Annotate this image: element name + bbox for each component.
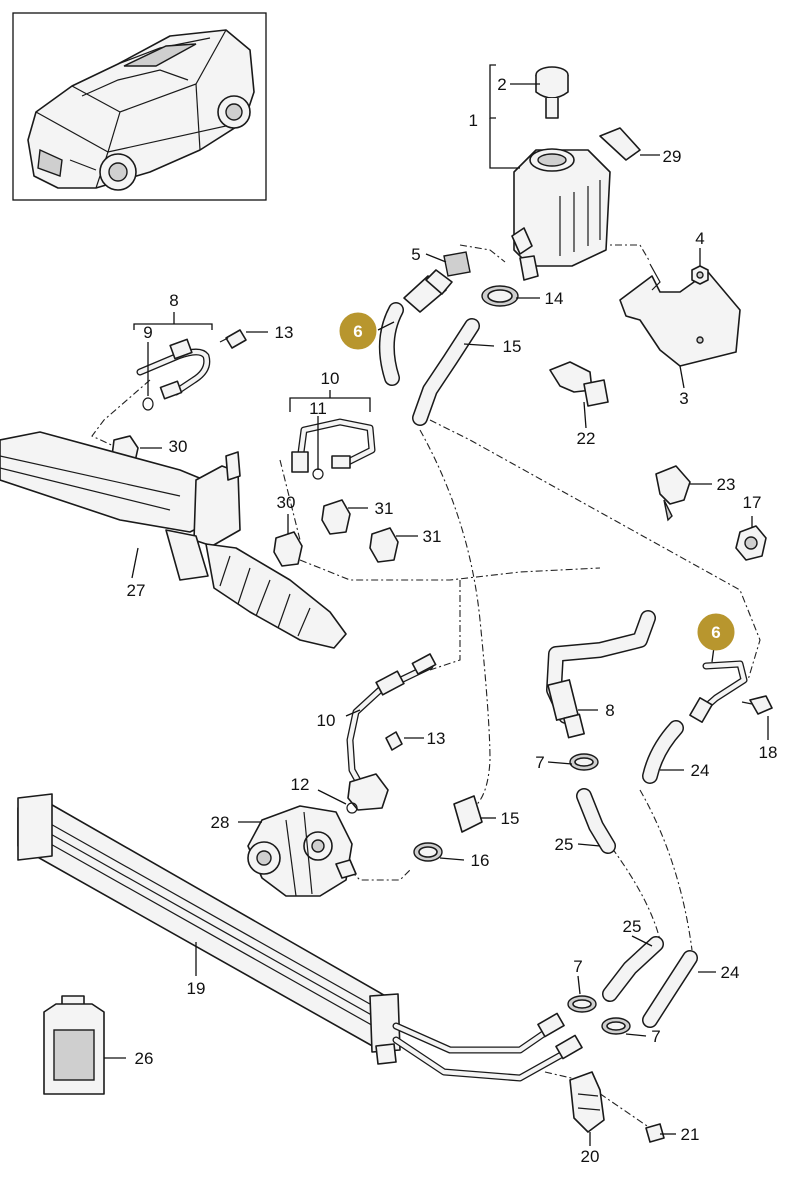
label-7b[interactable]: 7 [573, 957, 582, 976]
label-28[interactable]: 28 [211, 813, 230, 832]
label-29[interactable]: 29 [663, 147, 682, 166]
label-8b[interactable]: 8 [605, 701, 614, 720]
hose-8-mid [546, 610, 656, 771]
label-31b[interactable]: 31 [423, 527, 442, 546]
label-8a[interactable]: 8 [169, 291, 178, 310]
steering-pump [247, 805, 357, 897]
label-25a[interactable]: 25 [555, 835, 574, 854]
label-4[interactable]: 4 [695, 229, 704, 248]
label-19[interactable]: 19 [187, 979, 206, 998]
label-22[interactable]: 22 [577, 429, 596, 448]
vehicle-thumbnail [12, 12, 267, 201]
pipe-10-upper [291, 418, 376, 480]
label-25b[interactable]: 25 [623, 917, 642, 936]
steering-rack [0, 431, 347, 649]
label-30a[interactable]: 30 [169, 437, 188, 456]
label-30b[interactable]: 30 [277, 493, 296, 512]
label-31a[interactable]: 31 [375, 499, 394, 518]
oil-bottle [43, 995, 105, 1095]
label-9[interactable]: 9 [143, 323, 152, 342]
lower-hoses [567, 936, 698, 1035]
part-labels: 1 2 29 4 5 14 15 3 22 23 17 8 9 13 10 11… [127, 75, 778, 1166]
label-10b[interactable]: 10 [317, 711, 336, 730]
label-15a[interactable]: 15 [503, 337, 522, 356]
label-17[interactable]: 17 [743, 493, 762, 512]
upper-hoses [378, 251, 519, 426]
label-23[interactable]: 23 [717, 475, 736, 494]
label-7a[interactable]: 7 [535, 753, 544, 772]
label-10a[interactable]: 10 [321, 369, 340, 388]
pipe-8-assembly [136, 329, 247, 411]
label-13a[interactable]: 13 [275, 323, 294, 342]
callout-6-left-text: 6 [353, 322, 362, 341]
label-15b[interactable]: 15 [501, 809, 520, 828]
label-20[interactable]: 20 [581, 1147, 600, 1166]
pipe-brackets [111, 435, 399, 567]
label-5[interactable]: 5 [411, 245, 420, 264]
label-12[interactable]: 12 [291, 775, 310, 794]
connection-lines [91, 244, 761, 1129]
label-21[interactable]: 21 [681, 1125, 700, 1144]
clips [549, 361, 767, 561]
right-hoses [576, 660, 773, 854]
callout-6-right-circle [697, 613, 735, 651]
label-3[interactable]: 3 [679, 389, 688, 408]
label-2[interactable]: 2 [497, 75, 506, 94]
oil-cooler [17, 793, 401, 1065]
callout-6-right[interactable]: 6 [697, 613, 735, 651]
lower-hose-pieces [413, 795, 483, 862]
label-7c[interactable]: 7 [651, 1027, 660, 1046]
lower-pipes [392, 1012, 583, 1082]
label-11[interactable]: 11 [309, 399, 327, 418]
bracket [619, 263, 741, 367]
callout-6-left-circle [339, 312, 377, 350]
reservoir-assembly [511, 66, 641, 281]
callout-6-right-text: 6 [711, 623, 720, 642]
label-24a[interactable]: 24 [691, 761, 710, 780]
callout-6-left[interactable]: 6 [339, 312, 377, 350]
label-14[interactable]: 14 [545, 289, 564, 308]
pipe-10-lower [346, 653, 437, 814]
label-27[interactable]: 27 [127, 581, 146, 600]
label-24b[interactable]: 24 [721, 963, 740, 982]
label-16[interactable]: 16 [471, 851, 490, 870]
lower-bracket [569, 1071, 665, 1143]
highlighted-callouts: 6 6 [339, 312, 735, 651]
label-18[interactable]: 18 [759, 743, 778, 762]
label-1[interactable]: 1 [469, 111, 478, 130]
label-26[interactable]: 26 [135, 1049, 154, 1068]
label-13b[interactable]: 13 [427, 729, 446, 748]
